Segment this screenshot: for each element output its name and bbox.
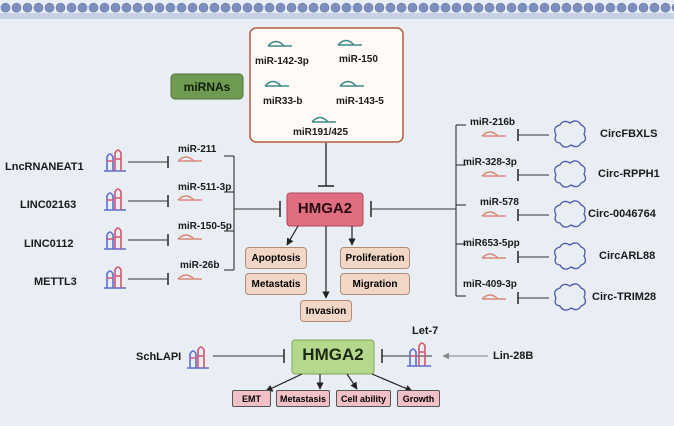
circrna-label: CircARL88 — [599, 250, 656, 262]
hmga2-bottom-box — [291, 339, 375, 375]
lnc-inhibition-lines — [128, 156, 169, 285]
mirna-item: miR-150 — [339, 54, 378, 65]
right-mirna-label: miR-328-3p — [463, 157, 517, 168]
outcome-box: Cell ability — [336, 390, 391, 407]
cell-membrane — [0, 0, 674, 22]
outcome-box: EMT — [232, 390, 271, 407]
left-connectors — [224, 155, 281, 271]
outcome-arrows — [265, 373, 413, 392]
left-mirna-label: miR-26b — [180, 260, 220, 271]
effect-box: Invasion — [300, 300, 352, 322]
circrna-label: Circ-TRIM28 — [592, 291, 657, 303]
lncrna-hairpin-glyphs — [104, 149, 126, 289]
lin28b-label: Lin-28B — [493, 350, 534, 362]
outcome-box: Growth — [397, 390, 440, 407]
lncrna-label: LINC0112 — [24, 238, 74, 250]
left-mirna-label: miR-150-5p — [178, 221, 232, 232]
circrna-label: Circ-0046764 — [588, 208, 656, 220]
mirnas-label: miRNAs — [183, 80, 231, 94]
let7-label: Let-7 — [412, 325, 439, 337]
right-mirna-label: miR-578 — [480, 197, 519, 208]
effect-box: Metastatis — [245, 273, 307, 295]
right-mirna-label: miR-409-3p — [463, 279, 517, 290]
hmga2-top-box — [286, 192, 364, 227]
effect-box: Apoptosis — [245, 247, 307, 269]
lncrna-label: METTL3 — [34, 276, 77, 288]
bottom-hairpins — [187, 342, 431, 369]
left-mirna-glyphs — [177, 156, 202, 280]
hmga2-top-label: HMGA2 — [297, 200, 353, 217]
mirnas-label-box — [170, 73, 244, 100]
effect-box: Migration — [340, 273, 410, 295]
effect-arrows — [286, 225, 356, 299]
circrna-label: Circ-RPPH1 — [598, 168, 660, 180]
circrna-ring-glyphs — [554, 120, 587, 311]
schlapi-label: SchLAPI — [136, 351, 182, 363]
outcome-box: Metastasis — [276, 390, 330, 407]
right-mirna-glyphs — [481, 131, 506, 300]
effect-box: Proliferation — [340, 247, 410, 269]
bottom-connectors — [213, 349, 432, 363]
mirna-item: miR-143-5 — [336, 96, 384, 107]
mirna-item: miR191/425 — [293, 127, 349, 138]
mirna-item: miR-142-3p — [255, 56, 309, 67]
left-mirna-label: miR-211 — [178, 144, 217, 155]
right-connectors — [370, 124, 466, 297]
mirna-panel — [249, 27, 404, 143]
right-mirna-label: miR653-5pp — [463, 238, 520, 249]
lncrna-label: LncRNANEAT1 — [5, 161, 84, 173]
mirna-glyph — [264, 39, 364, 123]
lncrna-label: LINC02163 — [20, 199, 77, 211]
right-mirna-label: miR-216b — [470, 117, 516, 128]
left-mirna-label: miR-511-3p — [178, 182, 232, 193]
circrna-label: CircFBXLS — [600, 128, 658, 140]
circ-inhibition-lines — [517, 129, 549, 304]
mirna-item: miR33-b — [263, 96, 303, 107]
hmga2-bottom-label: HMGA2 — [302, 345, 364, 364]
